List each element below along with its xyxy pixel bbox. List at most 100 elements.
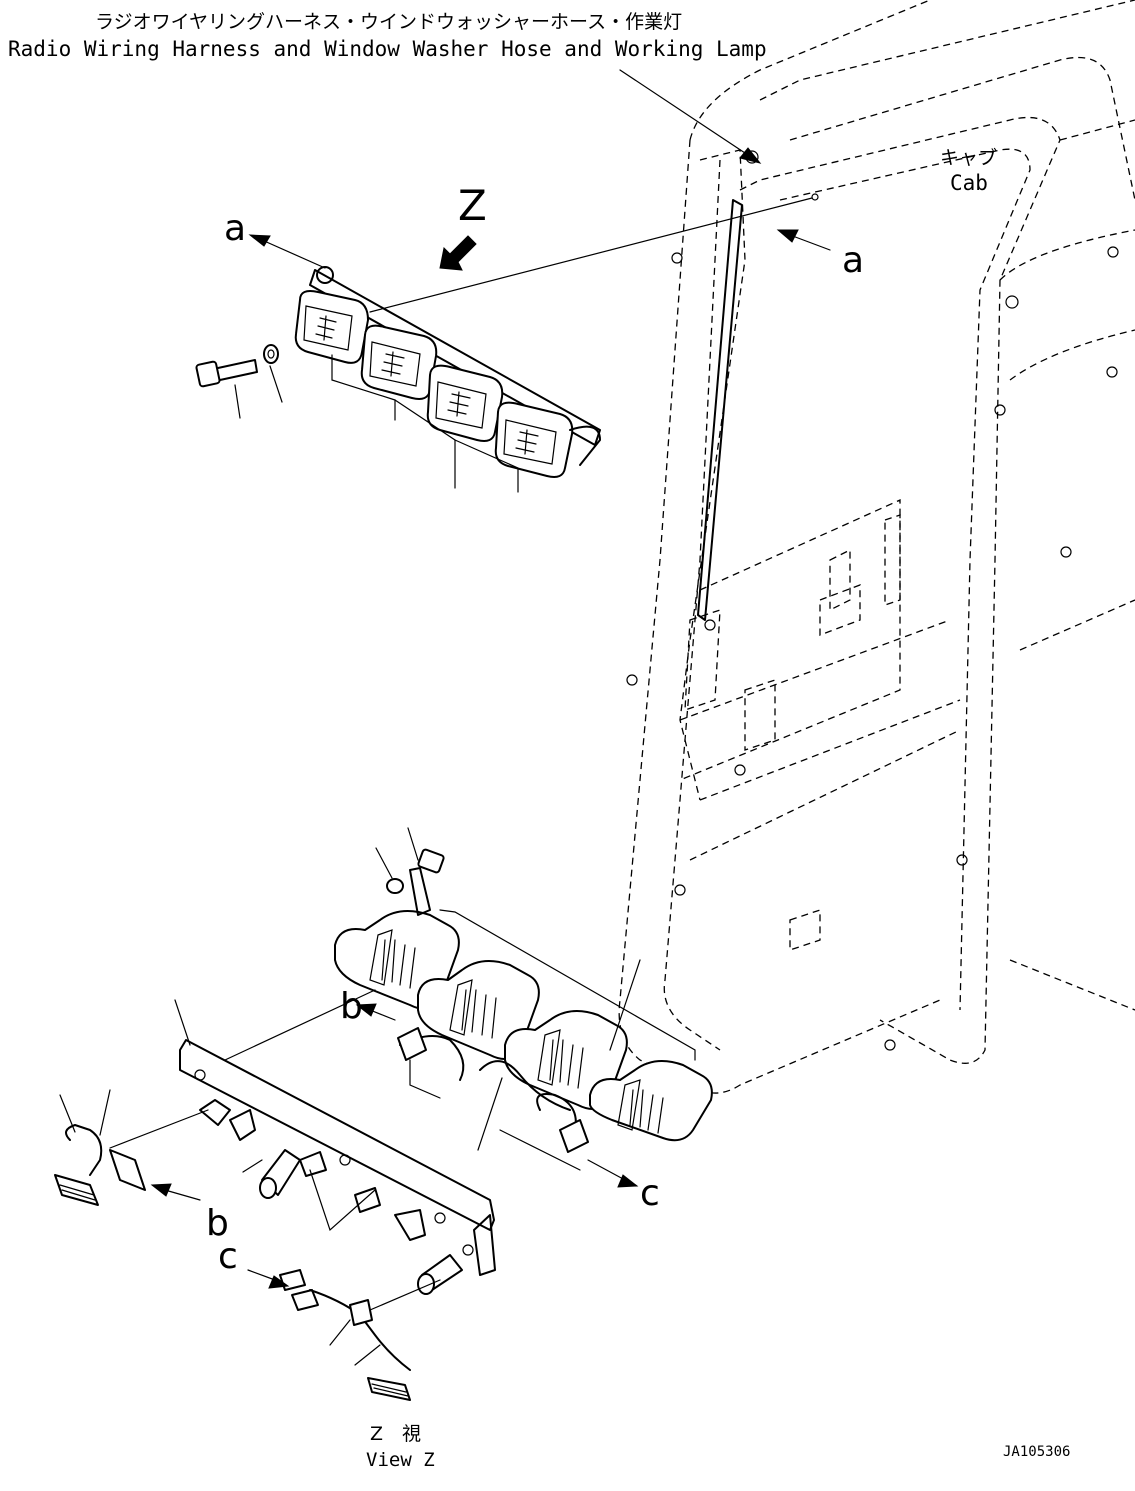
callout-a-left: a <box>224 208 246 249</box>
connector-b <box>397 1027 427 1061</box>
cab-roof-edge-left <box>689 0 931 141</box>
cab-bolt-hole <box>1060 546 1072 558</box>
lamp-group-leader <box>439 909 696 1061</box>
callout-c-lower: c <box>218 1236 238 1277</box>
plate-hole <box>194 1069 206 1081</box>
callout-b-lower-line <box>164 1189 201 1201</box>
lower-working-lamp-assembly <box>174 827 713 1295</box>
cab-bolt-hole <box>884 1039 896 1051</box>
connector-c-leader <box>499 1129 581 1171</box>
cab-rear-panel-mid <box>679 619 951 721</box>
view-direction-arrow <box>439 235 477 271</box>
bolt-leader <box>234 384 241 419</box>
cab-bracket-6 <box>789 909 821 951</box>
callout-b-lower: b <box>206 1203 229 1244</box>
plate-hole <box>339 1154 351 1166</box>
wiper-strip <box>697 199 743 621</box>
plate-hole <box>462 1244 474 1256</box>
lower-harness <box>279 1269 441 1401</box>
cab-bolt-hole <box>1005 295 1019 309</box>
cab-side-top <box>999 229 1135 281</box>
plate-hole <box>434 1212 446 1224</box>
rear-lamp-2 <box>417 960 540 1060</box>
connector-leader <box>409 1059 441 1099</box>
cab-label-english: Cab <box>950 171 988 195</box>
cab-floor-line <box>689 729 961 861</box>
plate-leader <box>174 999 191 1046</box>
lower-washer-leader <box>375 847 393 879</box>
working-lamp-3 <box>426 364 504 442</box>
working-lamp-1 <box>294 290 369 364</box>
callout-a-right-arrow <box>776 229 799 243</box>
view-label-english: View Z <box>366 1449 435 1471</box>
cab-window-frame <box>739 116 1061 1064</box>
callout-a-left-arrow <box>248 234 271 247</box>
cab-roof-rear <box>1059 119 1135 141</box>
cab-lamp-mount <box>745 150 759 164</box>
lamp-end-bracket <box>569 425 601 466</box>
working-lamp-2 <box>360 324 438 400</box>
title-japanese: ラジオワイヤリングハーネス・ウインドウォッシャーホース・作業灯 <box>95 11 682 33</box>
upper-working-lamp-assembly <box>195 197 813 493</box>
callout-c-upper: c <box>640 1173 660 1214</box>
title-leader-line <box>619 69 749 156</box>
cab-roof-line <box>759 0 1135 101</box>
cab-bolt-hole <box>671 252 683 264</box>
clip-leader <box>309 1169 376 1232</box>
plate-clip <box>394 1209 426 1241</box>
grommet-left-end <box>259 1177 277 1199</box>
cab-side-mid <box>1009 329 1135 381</box>
cab-bolt-hole <box>626 674 638 686</box>
cab-bolt-hole <box>1107 246 1119 258</box>
title-english: Radio Wiring Harness and Window Washer H… <box>8 37 767 61</box>
title-leader-arrowhead <box>739 147 762 164</box>
connector-c <box>559 1119 589 1153</box>
washer-leader <box>269 365 283 403</box>
cab-outer-edge <box>618 139 941 1094</box>
callout-b-upper: b <box>340 986 363 1027</box>
lamp-bracket-plate <box>179 1039 495 1231</box>
cab-bracket-1 <box>829 548 851 612</box>
lamp-leader-1 <box>331 354 396 421</box>
cab-bracket-4 <box>884 514 901 606</box>
callout-c-upper-arrow <box>617 1174 639 1188</box>
upper-bolt <box>195 359 258 388</box>
lamp-leader-3 <box>454 439 519 493</box>
view-label-japanese: Z 視 <box>370 1423 421 1445</box>
cab-frame <box>618 0 1135 1094</box>
plate-clip <box>354 1187 381 1213</box>
callout-a-right-line <box>789 234 831 251</box>
callout-b-upper-line <box>369 1009 396 1021</box>
rear-lamp-4 <box>589 1060 713 1142</box>
plate-clip <box>299 1151 327 1177</box>
harness-leader <box>477 1077 503 1151</box>
lower-bolt <box>409 848 445 916</box>
callout-c-upper-line <box>587 1159 626 1181</box>
lamp-leader-upper <box>609 959 641 1051</box>
view-marker-z: Z <box>458 181 487 230</box>
callout-c-lower-line <box>247 1269 276 1281</box>
callout-b-upper-arrow <box>355 1003 377 1017</box>
lower-washer <box>386 878 404 894</box>
callout-a-right: a <box>842 240 864 281</box>
callout-c-lower-arrow <box>268 1275 290 1289</box>
cab-label-japanese: キャブ <box>940 146 997 169</box>
cab-bolt-hole <box>674 884 686 896</box>
cab-bracket-5 <box>684 609 721 711</box>
cab-inner-pillar <box>679 149 746 801</box>
rail-end-hole <box>316 266 334 284</box>
grommet-leader <box>242 1159 263 1173</box>
cab-pillar-inner <box>663 159 721 1051</box>
cab-side-low <box>1019 599 1135 651</box>
callout-b-lower-arrow <box>150 1183 172 1197</box>
grommet-right-end <box>417 1273 435 1295</box>
plate-clip <box>229 1109 256 1141</box>
install-line-lower <box>224 989 376 1061</box>
harness-loop-2 <box>479 1060 571 1111</box>
cab-bolt-hole <box>994 404 1006 416</box>
install-line-upper <box>369 197 813 313</box>
cab-floor-line-2 <box>699 699 961 801</box>
cab-bracket-2 <box>819 584 861 636</box>
